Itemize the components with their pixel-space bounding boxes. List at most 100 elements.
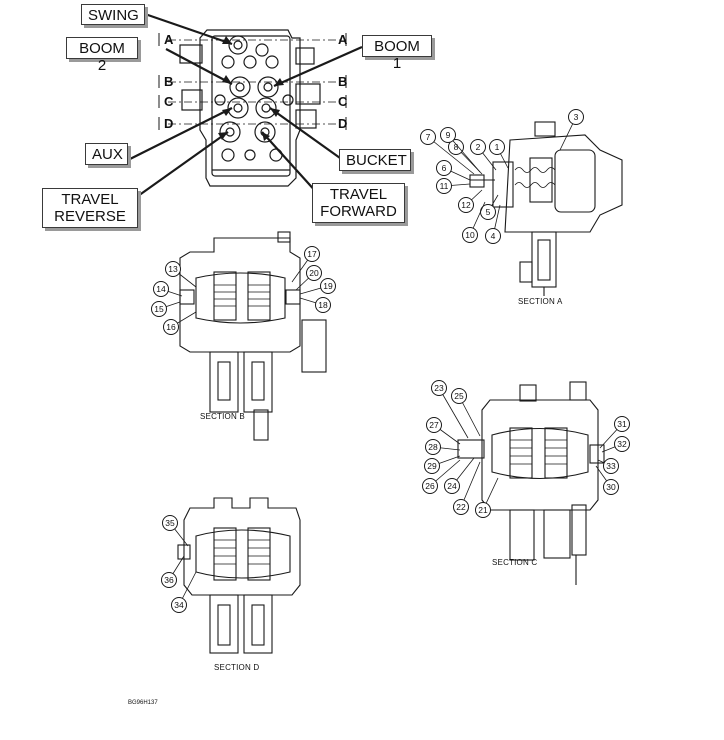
section-marker-a-left: A [164, 32, 174, 47]
section-marker-a-right: A [338, 32, 348, 47]
callout-bucket-label: BUCKET [346, 152, 407, 169]
part-number-31: 31 [599, 416, 630, 449]
part-number-13: 13 [165, 261, 197, 288]
part-leader-7 [427, 136, 475, 175]
part-label-35: 35 [165, 518, 175, 528]
part-label-21: 21 [478, 505, 488, 515]
part-bubble-20 [306, 265, 322, 281]
part-number-26: 26 [422, 459, 461, 494]
part-bubble-25 [451, 388, 467, 404]
part-bubble-35 [162, 515, 178, 531]
callout-arrowheads [218, 36, 284, 141]
part-number-15: 15 [151, 301, 181, 317]
part-label-18: 18 [318, 300, 328, 310]
part-label-22: 22 [456, 502, 466, 512]
part-number-4: 4 [485, 204, 501, 244]
part-number-11: 11 [436, 178, 471, 194]
part-number-28: 28 [425, 439, 461, 455]
part-number-29: 29 [424, 455, 461, 474]
part-bubble-36 [161, 572, 177, 588]
callout-boom2: BOOM 2 [66, 37, 138, 74]
section-b-caption: SECTION B [200, 412, 245, 421]
callout-swing-label: SWING [88, 7, 139, 24]
callout-bucket: BUCKET [339, 149, 411, 171]
section-d-caption: SECTION D [214, 663, 260, 672]
part-label-24: 24 [447, 481, 457, 491]
part-label-7: 7 [426, 132, 431, 142]
part-number-27: 27 [426, 417, 461, 445]
part-leader-22 [460, 461, 481, 508]
part-label-4: 4 [491, 231, 496, 241]
part-label-23: 23 [434, 383, 444, 393]
part-label-20: 20 [309, 268, 319, 278]
part-leader-9 [447, 134, 481, 173]
callout-leaders [127, 12, 363, 197]
part-number-34: 34 [171, 571, 197, 613]
part-number-25: 25 [451, 388, 481, 437]
part-number-12: 12 [458, 189, 483, 213]
part-bubble-14 [153, 281, 169, 297]
callout-travel-forward-line2: FORWARD [320, 203, 397, 220]
part-label-12: 12 [461, 200, 471, 210]
part-bubble-2 [470, 139, 486, 155]
part-label-17: 17 [307, 249, 317, 259]
part-number-23: 23 [431, 380, 469, 439]
part-number-35: 35 [162, 515, 189, 547]
part-number-24: 24 [444, 457, 475, 494]
callout-travel-reverse: TRAVEL REVERSE [42, 188, 138, 228]
part-bubble-22 [453, 499, 469, 515]
part-label-32: 32 [617, 439, 627, 449]
part-label-27: 27 [429, 420, 439, 430]
part-bubble-11 [436, 178, 452, 194]
part-bubble-9 [440, 127, 456, 143]
section-marker-b-right: B [338, 74, 347, 89]
valve-bank-face-view [179, 29, 321, 187]
part-label-9: 9 [446, 130, 451, 140]
part-bubble-29 [424, 458, 440, 474]
part-bubble-12 [458, 197, 474, 213]
section-c-caption: SECTION C [492, 558, 538, 567]
part-bubble-27 [426, 417, 442, 433]
section-d-drawing [177, 497, 301, 654]
part-bubble-15 [151, 301, 167, 317]
callout-swing: SWING [81, 4, 145, 25]
part-label-30: 30 [606, 482, 616, 492]
part-label-1: 1 [495, 142, 500, 152]
part-number-32: 32 [601, 436, 630, 453]
part-number-3: 3 [559, 109, 584, 151]
part-bubble-32 [614, 436, 630, 452]
part-label-34: 34 [174, 600, 184, 610]
part-label-14: 14 [156, 284, 166, 294]
section-a-caption: SECTION A [518, 297, 563, 306]
section-marker-c-right: C [338, 94, 348, 109]
part-bubble-26 [422, 478, 438, 494]
part-label-2: 2 [476, 142, 481, 152]
part-bubble-31 [614, 416, 630, 432]
part-label-36: 36 [164, 575, 174, 585]
part-label-25: 25 [454, 391, 464, 401]
section-cut-arrows [158, 33, 347, 130]
part-leader-23 [438, 387, 469, 439]
part-bubble-6 [436, 160, 452, 176]
part-number-36: 36 [161, 555, 185, 588]
part-bubble-7 [420, 129, 436, 145]
part-bubble-33 [603, 458, 619, 474]
part-number-30: 30 [595, 465, 619, 495]
part-bubble-28 [425, 439, 441, 455]
callout-travel-reverse-line1: TRAVEL [61, 191, 119, 208]
part-bubble-18 [315, 297, 331, 313]
part-bubble-3 [568, 109, 584, 125]
part-number-21: 21 [475, 477, 499, 518]
part-label-29: 29 [427, 461, 437, 471]
part-number-9: 9 [440, 127, 481, 173]
part-number-17: 17 [291, 246, 320, 283]
part-number-20: 20 [295, 265, 322, 291]
part-bubble-4 [485, 228, 501, 244]
part-label-31: 31 [617, 419, 627, 429]
part-number-22: 22 [453, 461, 481, 515]
part-bubble-24 [444, 478, 460, 494]
section-cut-lines [168, 39, 340, 125]
part-bubble-8 [448, 139, 464, 155]
